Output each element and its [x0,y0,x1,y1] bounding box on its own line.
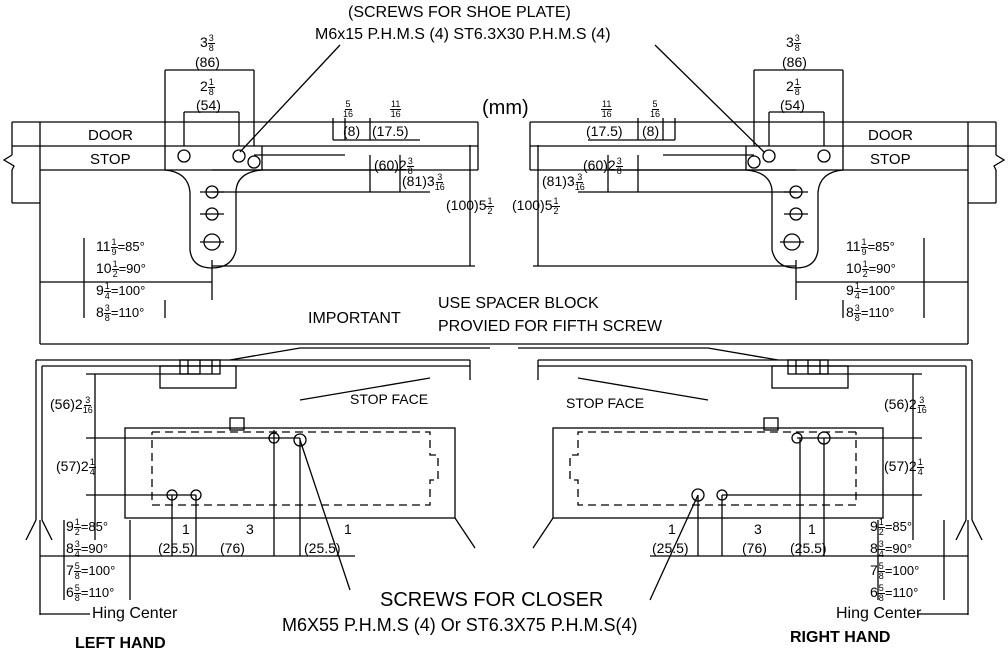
hing-center-right: Hing Center [836,605,922,622]
top-right-assembly [529,69,1006,344]
unit-label: (mm) [482,97,529,119]
top-left-assembly [2,69,479,344]
dim-17-mm-left: (17.5) [372,123,409,139]
door-label-right: DOOR [868,127,913,144]
left-hand-label: LEFT HAND [75,635,166,652]
dim-86-mm-right: (86) [782,54,807,70]
dim-1-left-b: 1 [344,521,352,537]
screws-closer-title: SCREWS FOR CLOSER [380,589,604,611]
screws-closer-spec: M6X55 P.H.M.S (4) Or ST6.3X75 P.H.M.S(4) [282,615,638,635]
dim-76-right: (76) [742,540,767,556]
dim-1-left-a: 1 [182,521,190,537]
spacer-line-1: USE SPACER BLOCK [438,295,599,312]
bottom-left-assembly [25,347,490,615]
dim-1-right-b: 1 [808,521,816,537]
dim-54-mm-right: (54) [780,97,805,113]
dim-86-mm-left: (86) [195,54,220,70]
spacer-line-2: PROVIED FOR FIFTH SCREW [438,318,662,335]
dim-8-mm-right: (8) [642,123,660,139]
dim-76-left: (76) [220,540,245,556]
dim-3-left: 3 [246,521,254,537]
dim-54-mm-left: (54) [196,97,221,113]
dim-25-left-b: (25.5) [304,540,341,556]
dim-17-mm-right: (17.5) [586,123,623,139]
right-hand-label: RIGHT HAND [790,629,891,646]
stop-label-left: STOP [90,151,131,168]
stop-face-right: STOP FACE [566,395,645,411]
shoe-plate-screws: M6x15 P.H.M.S (4) ST6.3X30 P.H.M.S (4) [315,26,611,43]
dim-8-mm-left: (8) [343,123,361,139]
dim-25-right-a: (25.5) [652,540,689,556]
dim-3-right: 3 [754,521,762,537]
dim-25-right-b: (25.5) [790,540,827,556]
important-label: IMPORTANT [308,310,401,327]
stop-face-left: STOP FACE [350,391,429,407]
shoe-plate-title: (SCREWS FOR SHOE PLATE) [348,4,571,21]
dim-25-left-a: (25.5) [158,540,195,556]
dim-1-right-a: 1 [668,521,676,537]
door-label-left: DOOR [88,127,133,144]
stop-label-right: STOP [870,151,911,168]
hing-center-left: Hing Center [92,605,178,622]
bottom-right-assembly [518,347,983,615]
